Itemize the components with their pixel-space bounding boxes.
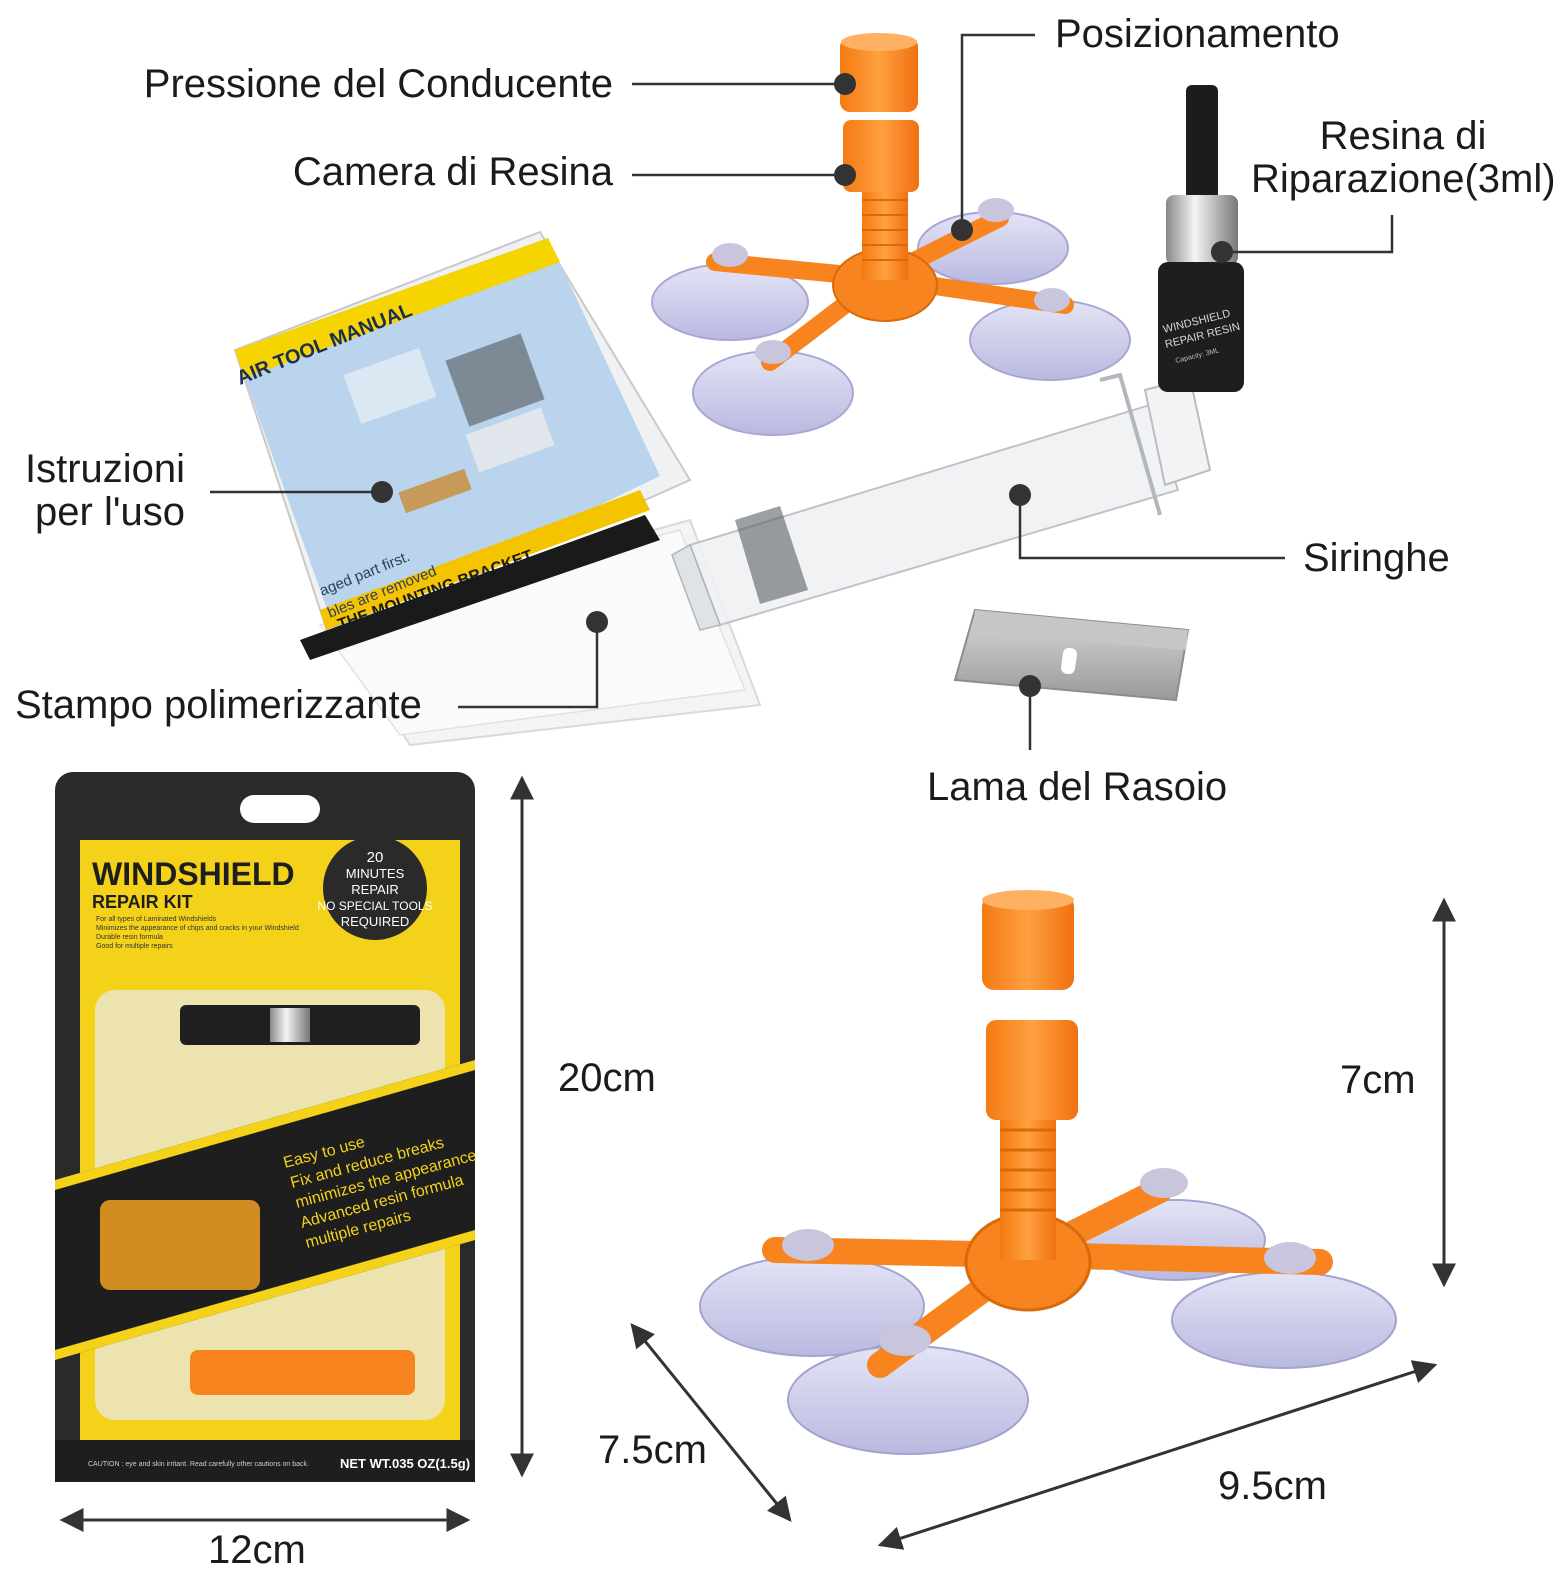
package-bullet: Good for multiple repairs xyxy=(96,943,173,950)
badge-line: MINUTES xyxy=(346,866,405,881)
badge-line: REQUIRED xyxy=(341,914,410,929)
label-positioning: Posizionamento xyxy=(1055,12,1340,56)
dimension-package-height: 20cm xyxy=(558,1056,656,1100)
package-title: WINDSHIELD xyxy=(92,856,295,892)
package-badge: 20 MINUTES REPAIR NO SPECIAL TOOLS REQUI… xyxy=(317,849,432,929)
dimension-tool-depth: 7.5cm xyxy=(598,1428,707,1472)
package-card xyxy=(55,772,475,1482)
label-syringes: Siringhe xyxy=(1303,536,1450,580)
leader-lines xyxy=(210,33,1394,750)
syringe xyxy=(671,372,1212,631)
package-net-weight: NET WT.035 OZ(1.5g) xyxy=(340,1456,470,1471)
dimension-arrows xyxy=(59,775,1456,1550)
bottom-repair-tool xyxy=(699,890,1397,1455)
package-tagline: "DO-IT-YOURSELF" xyxy=(92,837,234,854)
leader-dots xyxy=(371,73,1233,697)
package-caution: CAUTION : eye and skin irritant. Read ca… xyxy=(88,1461,309,1468)
label-resin-line1: Resina di xyxy=(1319,114,1487,158)
curing-mold-sheets xyxy=(318,518,762,747)
package-bullet: For all types of Laminated Windshields xyxy=(96,916,217,923)
badge-line: 20 xyxy=(367,849,384,866)
dimension-package-width: 12cm xyxy=(208,1528,306,1572)
label-driver-pressure: Pressione del Conducente xyxy=(143,62,613,106)
badge-line: NO SPECIAL TOOLS xyxy=(317,899,432,913)
label-resin-line2: Riparazione(3ml) xyxy=(1251,157,1556,201)
label-resin-chamber: Camera di Resina xyxy=(292,150,613,194)
label-razor-blade: Lama del Rasoio xyxy=(927,765,1228,809)
dimension-tool-width: 9.5cm xyxy=(1218,1464,1327,1508)
label-curing-mold: Stampo polimerizzante xyxy=(15,683,422,727)
top-repair-tool xyxy=(651,33,1131,436)
dimension-tool-height: 7cm xyxy=(1340,1058,1416,1102)
badge-line: REPAIR xyxy=(351,882,398,897)
instruction-manual xyxy=(233,230,692,660)
label-instructions-line1: Istruzioni xyxy=(24,447,186,491)
package-subtitle: REPAIR KIT xyxy=(92,892,193,912)
razor-blade xyxy=(953,608,1190,702)
package-bullet: Durable resin formula xyxy=(96,934,163,941)
package-bullet: Minimizes the appearance of chips and cr… xyxy=(96,925,299,932)
label-instructions-line2: per l'uso xyxy=(35,490,185,534)
